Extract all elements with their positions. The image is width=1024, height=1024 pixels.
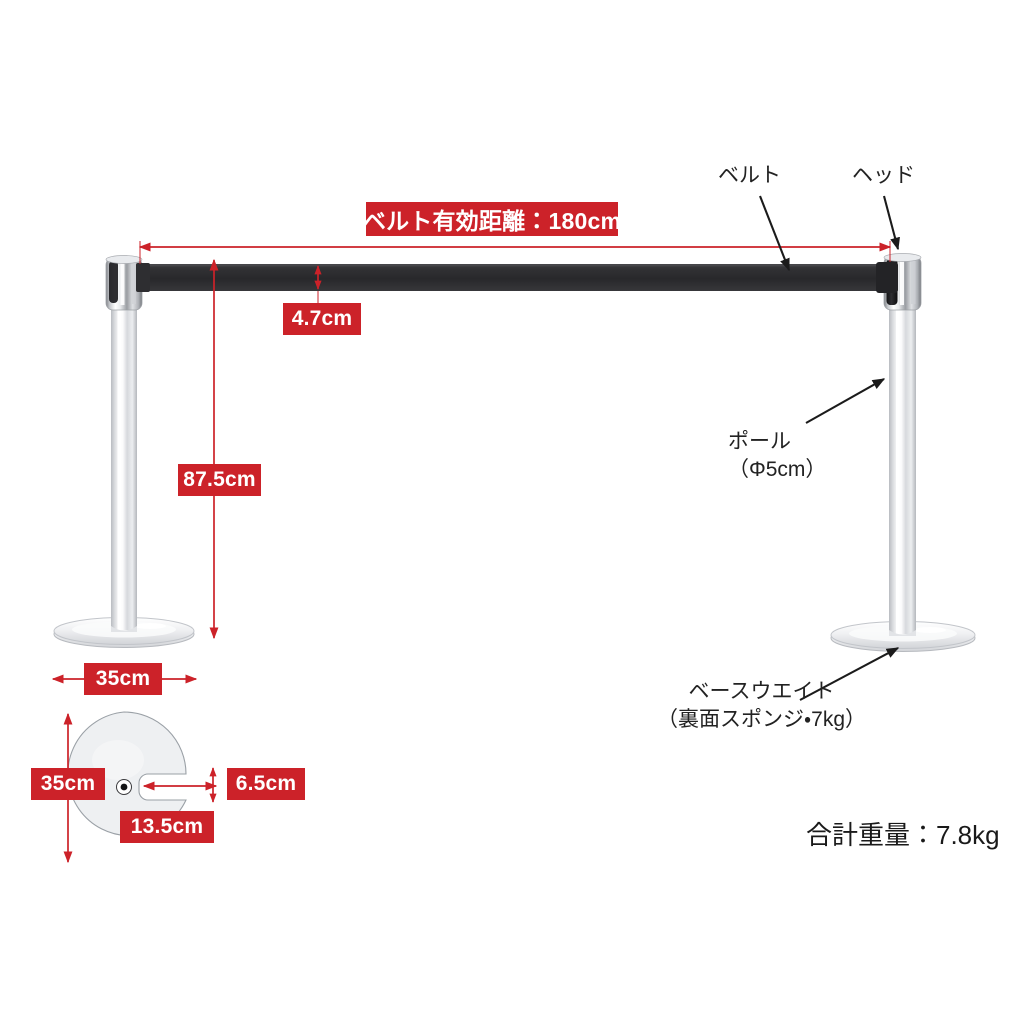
callout-pole-line1: ポール: [728, 430, 791, 453]
left-stanchion: [53, 255, 195, 648]
label-slot-width: 6.5cm: [227, 768, 305, 800]
callout-belt: ベルト: [718, 164, 781, 187]
label-slot-depth: 13.5cm: [120, 811, 214, 843]
left-head: [105, 255, 143, 311]
right-pole: [889, 300, 916, 634]
callout-base-weight-line1: ベースウエイト: [688, 680, 835, 703]
label-base-width: 35cm: [84, 663, 162, 695]
callout-pole: ポール （Φ5cm）: [728, 428, 826, 483]
label-belt-width: 4.7cm: [283, 303, 361, 335]
belt: [136, 262, 898, 293]
label-post-height: 87.5cm: [178, 464, 261, 496]
right-stanchion: [830, 253, 976, 652]
callout-base-weight-line2: （裏面スポンジ・7kg）: [657, 707, 866, 731]
label-belt-span: ベルト有効距離：180cm: [363, 202, 621, 236]
leader-base-weight: [799, 647, 900, 701]
callout-head: ヘッド: [852, 164, 915, 187]
total-weight-text: 合計重量：7.8kg: [806, 820, 1000, 850]
right-base-weight: [830, 621, 976, 652]
leader-head: [882, 195, 900, 251]
dimension-belt-span: [138, 241, 892, 264]
leader-pole: [805, 378, 886, 424]
callout-base-weight: ベースウエイト （裏面スポンジ・7kg）: [657, 678, 866, 733]
leader-belt: [759, 195, 790, 272]
callout-pole-line2: （Φ5cm）: [728, 457, 827, 481]
label-plan-base-diameter: 35cm: [31, 768, 105, 800]
left-pole: [111, 300, 137, 630]
